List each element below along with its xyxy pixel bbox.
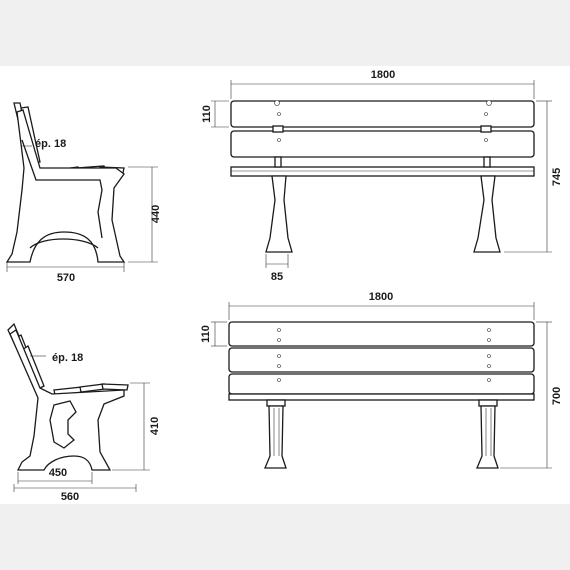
bottom-front-slat-2 <box>228 347 535 373</box>
top-front-bolts <box>274 100 492 142</box>
bottom-side-dimensions: ép. 18 410 450 560 <box>13 352 161 503</box>
bottom-front-view <box>228 321 535 469</box>
bottom-front-slat-label: 110 <box>200 325 212 343</box>
top-side-frame <box>5 109 126 263</box>
top-side-thickness-label: ép. 18 <box>35 138 66 150</box>
top-front-length-label: 1800 <box>371 69 395 81</box>
bottom-front-slat-3 <box>228 373 535 395</box>
bottom-side-frame <box>9 329 125 471</box>
top-side-view <box>5 102 126 263</box>
bottom-side-view <box>7 322 129 471</box>
top-side-height-label: 440 <box>150 205 162 223</box>
top-front-slat-label: 110 <box>201 105 213 123</box>
top-front-view <box>230 100 535 253</box>
top-side-frame-inner <box>21 139 103 239</box>
bottom-front-seat-edge <box>228 393 535 401</box>
bottom-front-length-label: 1800 <box>369 291 393 303</box>
top-side-base-arch <box>29 238 99 249</box>
bottom-side-frame-cutout <box>49 400 77 449</box>
top-front-support-right <box>480 125 492 133</box>
top-front-post-right <box>483 156 491 168</box>
top-front-dimensions: 1800 110 745 85 <box>201 69 563 283</box>
top-side-depth-label: 570 <box>57 272 75 284</box>
top-front-total-height-label: 745 <box>551 168 563 186</box>
bottom-side-thickness-label: ép. 18 <box>52 352 83 364</box>
bottom-front-bracket-left <box>266 399 286 407</box>
top-front-support-left <box>272 125 284 133</box>
bottom-front-bracket-right <box>478 399 498 407</box>
bottom-front-leg-left <box>264 405 287 469</box>
bottom-side-height-label: 410 <box>149 417 161 435</box>
bottom-front-bolts <box>277 328 491 382</box>
bottom-front-total-height-label: 700 <box>551 387 563 405</box>
top-front-slat-2 <box>230 130 535 158</box>
top-front-leg-right <box>473 175 501 253</box>
bottom-side-seat-slat-3 <box>101 383 129 391</box>
bottom-front-leg-right <box>476 405 499 469</box>
bottom-side-seat-label: 450 <box>49 467 67 479</box>
bottom-front-slat-1 <box>228 321 535 347</box>
top-side-dimensions: ép. 18 440 570 <box>6 138 162 284</box>
top-front-slat-1 <box>230 100 535 128</box>
top-front-seat <box>230 166 535 177</box>
top-front-post-left <box>274 156 282 168</box>
bottom-front-dimensions: 1800 110 700 <box>200 291 563 469</box>
top-front-leg-label: 85 <box>271 271 283 283</box>
top-front-leg-left <box>265 175 293 253</box>
bottom-side-depth-label: 560 <box>61 491 79 503</box>
